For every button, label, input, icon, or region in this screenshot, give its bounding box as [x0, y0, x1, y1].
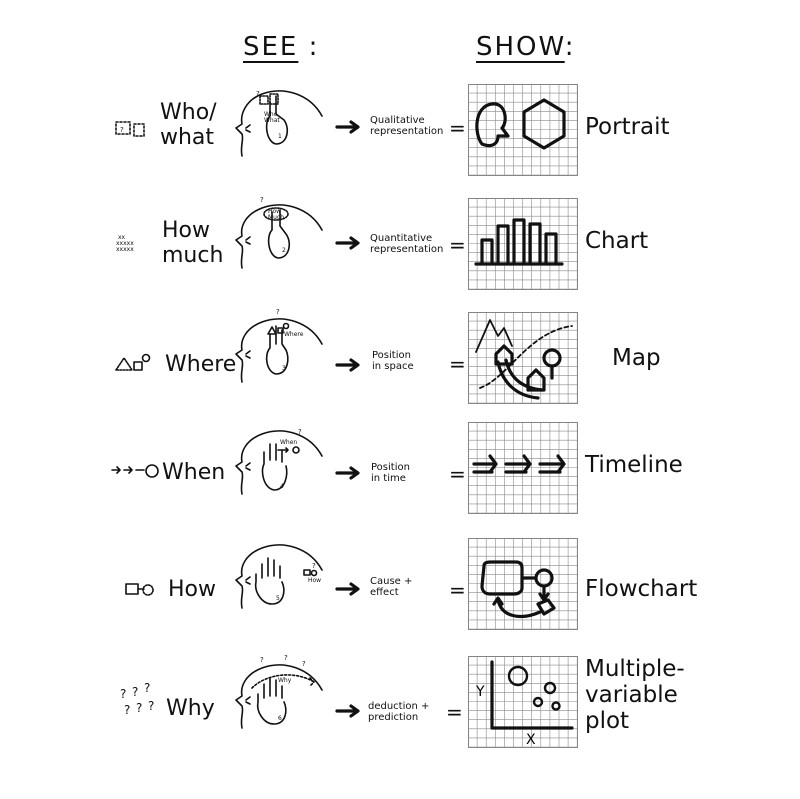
equals-sign: =	[449, 578, 466, 602]
output-label: Portrait	[585, 114, 670, 140]
svg-text:6: 6	[278, 715, 282, 722]
svg-text:?: ?	[256, 90, 260, 98]
svg-text:Why: Why	[278, 677, 292, 684]
description-label: Position in space	[372, 350, 414, 372]
description-label: Cause + effect	[370, 576, 413, 598]
row-how-much: xx xxxxx xxxxx How much ? How Much 2 Qua…	[0, 196, 800, 311]
map-grid	[468, 312, 578, 404]
why-icon: ? ? ? ? ? ?	[120, 681, 154, 717]
svg-text:When: When	[280, 439, 297, 446]
svg-text:Where: Where	[284, 331, 304, 338]
svg-text:?: ?	[284, 654, 288, 662]
where-icon	[115, 353, 151, 371]
when-icon	[111, 464, 159, 478]
output-label: Map	[612, 345, 661, 371]
question-label: How	[168, 577, 216, 602]
who-what-icon: ?	[115, 121, 145, 137]
equals-sign: =	[449, 462, 466, 486]
svg-text:?: ?	[124, 703, 130, 717]
svg-text:?: ?	[132, 685, 138, 699]
svg-text:?: ?	[298, 428, 302, 436]
head-profile-icon: ? Where 3	[235, 308, 323, 383]
question-label: Where	[165, 352, 237, 377]
show-header-text: SHOW	[476, 32, 565, 62]
svg-text:?: ?	[312, 562, 316, 570]
svg-text:?: ?	[302, 660, 306, 668]
row-why: ? ? ? ? ? ? Why ? ? ? Why 6 deduction + …	[0, 652, 800, 767]
output-label: Flowchart	[585, 576, 698, 602]
svg-text:xxxxx: xxxxx	[116, 246, 134, 253]
see-header: SEE :	[243, 32, 319, 62]
head-profile-icon: ? How Much 2	[235, 196, 323, 269]
chart-grid	[468, 198, 578, 290]
question-label: When	[162, 460, 226, 485]
row-how: How ? How 5 Cause + effect = Flowchart	[0, 536, 800, 651]
svg-text:4: 4	[280, 483, 284, 490]
timeline-grid	[468, 422, 578, 514]
show-header-colon: :	[564, 32, 576, 62]
see-header-text: SEE	[243, 32, 299, 62]
grid-lines	[468, 422, 578, 514]
flowchart-grid	[468, 538, 578, 630]
grid-lines	[468, 656, 578, 748]
description-label: Quantitative representation	[370, 233, 444, 255]
arrow-icon	[335, 236, 360, 250]
portrait-grid	[468, 84, 578, 176]
svg-text:?: ?	[276, 308, 280, 316]
svg-text:1: 1	[278, 133, 282, 140]
output-label: Timeline	[585, 452, 683, 478]
question-label: Who/ what	[160, 100, 217, 150]
head-profile-icon: ? When 4	[235, 428, 323, 495]
arrow-icon	[335, 582, 360, 596]
equals-sign: =	[449, 233, 466, 257]
svg-text:xxxxx: xxxxx	[116, 240, 134, 247]
multiple-variable-plot-grid: Y X	[468, 656, 578, 748]
equals-sign: =	[449, 352, 466, 376]
head-profile-icon: ? How 5	[235, 544, 323, 609]
see-header-colon: :	[308, 32, 320, 62]
svg-text:xx: xx	[118, 234, 126, 241]
output-label: Multiple- variable plot	[585, 656, 685, 734]
svg-text:What: What	[264, 117, 280, 124]
svg-text:2: 2	[282, 247, 286, 254]
svg-text:Who: Who	[264, 111, 278, 118]
svg-text:3: 3	[282, 365, 286, 372]
question-label: How much	[162, 218, 224, 268]
how-much-icon: xx xxxxx xxxxx	[116, 234, 134, 253]
svg-text:Much: Much	[268, 214, 284, 221]
svg-text:?: ?	[144, 681, 150, 695]
equals-sign: =	[446, 700, 463, 724]
description-label: Qualitative representation	[370, 115, 444, 137]
head-profile-icon: ? Who What 1	[235, 90, 323, 157]
arrow-icon	[335, 120, 360, 134]
svg-text:?: ?	[260, 196, 264, 204]
svg-text:How: How	[268, 208, 281, 215]
description-label: Position in time	[371, 462, 410, 484]
arrow-icon	[335, 704, 360, 718]
arrow-icon	[335, 466, 360, 480]
row-when: When ? When 4 Position in time = Timelin…	[0, 420, 800, 535]
equals-sign: =	[449, 116, 466, 140]
description-label: deduction + prediction	[368, 701, 430, 723]
svg-text:?: ?	[148, 699, 154, 713]
svg-text:?: ?	[260, 656, 264, 664]
svg-text:?: ?	[136, 701, 142, 715]
row-who-what: ? Who/ what ? Who What 1 Qualitative rep…	[0, 82, 800, 197]
head-profile-icon: ? ? ? Why 6	[235, 654, 323, 729]
plot-y-axis-label: Y	[475, 684, 485, 700]
show-header: SHOW:	[476, 32, 575, 62]
how-icon	[125, 583, 154, 596]
svg-text:?: ?	[120, 687, 126, 701]
svg-text:How: How	[308, 577, 321, 584]
svg-text:5: 5	[276, 595, 280, 602]
row-where: Where ? Where 3 Position in space = Map	[0, 308, 800, 423]
question-label: Why	[166, 696, 215, 721]
plot-x-axis-label: X	[526, 732, 536, 748]
svg-text:?: ?	[120, 126, 124, 134]
arrow-icon	[335, 358, 360, 372]
output-label: Chart	[585, 228, 649, 254]
